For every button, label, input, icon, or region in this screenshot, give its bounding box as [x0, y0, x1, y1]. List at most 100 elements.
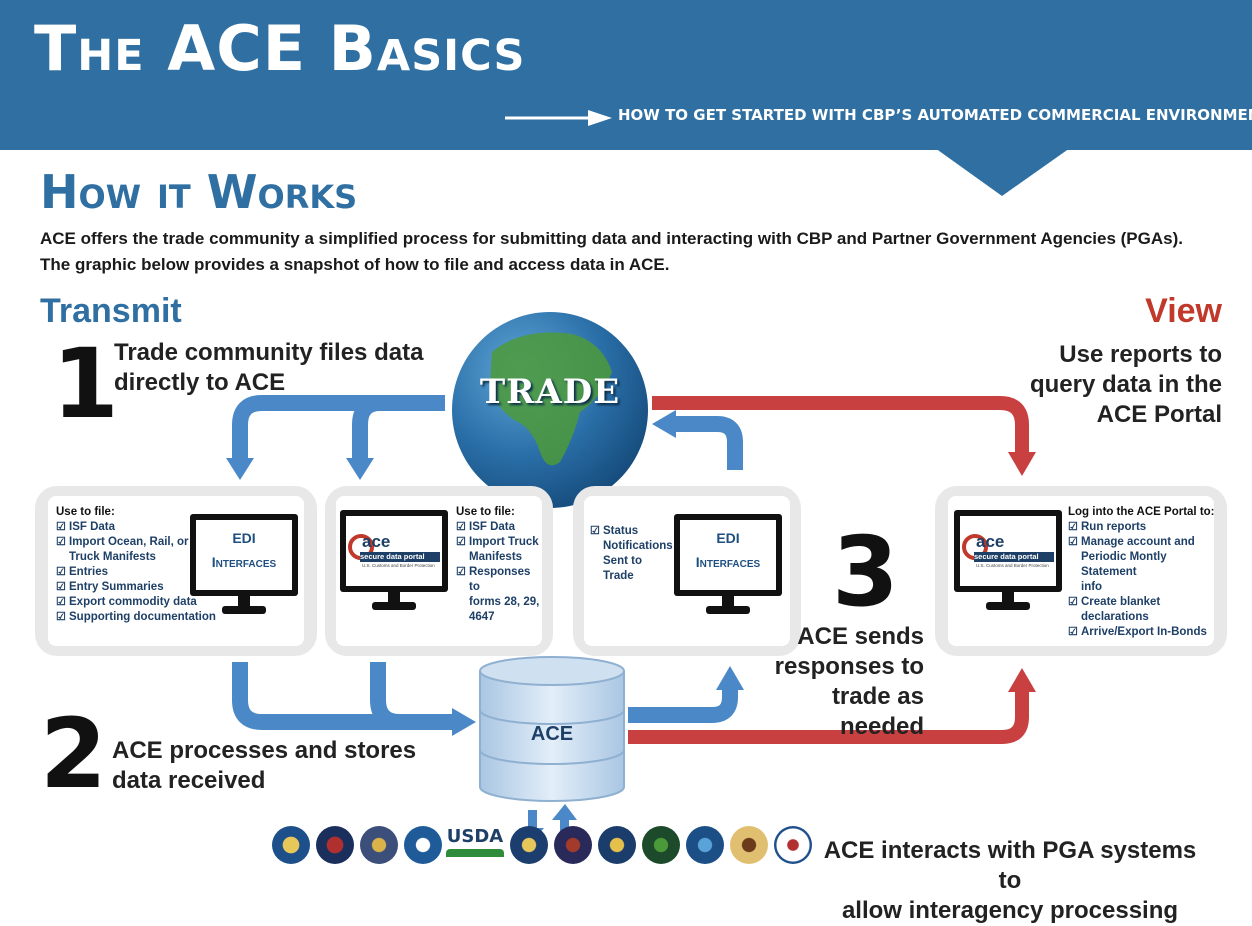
arrow-up-pga-head: [552, 804, 577, 820]
portal-view-item: Manage account and: [1068, 535, 1218, 550]
globe-label: TRADE: [479, 372, 621, 412]
edi-file-item: Supporting documentation: [56, 610, 216, 625]
edi-file-item: Export commodity data: [56, 595, 216, 610]
arrow-ace-to-view: [628, 690, 1029, 744]
edi-screen-1-line-1: EDI: [232, 530, 256, 546]
seal-icon: [316, 826, 354, 864]
header-banner: [0, 0, 1252, 150]
step-1-line-1: Trade community files data: [114, 339, 424, 366]
arrow-portal-to-ace: [370, 662, 455, 730]
seal-icon: [272, 826, 310, 864]
step-3-number: 3: [832, 516, 899, 628]
edi-monitor-2-base: [706, 606, 750, 614]
edi-status-item-cont: Notifications: [603, 540, 673, 552]
portal-file-item: Import Truck: [456, 535, 540, 550]
portal-logo-2-main: ace: [976, 532, 1005, 551]
edi-screen-1: EDI Interfaces: [196, 520, 292, 590]
step-2-line-1: ACE processes and stores: [112, 737, 417, 764]
seal-icon: [598, 826, 636, 864]
transmit-heading: Transmit: [40, 292, 182, 330]
portal-view-list: Log into the ACE Portal to: Run reports …: [1068, 505, 1218, 640]
section-title: How it Works: [40, 165, 358, 219]
edi-file-item: Entries: [56, 565, 216, 580]
portal-file-list: Use to file: ISF Data Import Truck Manif…: [456, 505, 540, 625]
arrow-edi-to-trade: [672, 416, 743, 470]
portal-view-item-cont: Periodic Montly Statement: [1081, 551, 1167, 578]
arrow-to-ace-head: [452, 708, 476, 736]
edi-file-item: Import Ocean, Rail, or: [56, 535, 216, 550]
banner-decorations: [505, 110, 1070, 196]
db-ring-2: [479, 749, 625, 765]
pga-line-1: ACE interacts with PGA systems to: [823, 837, 1197, 894]
step-2-text: ACE processes and stores data received: [112, 736, 416, 796]
step-1-text: Trade community files data directly to A…: [114, 338, 423, 398]
portal-file-item: Responses to: [456, 565, 540, 595]
portal-logo-2-sub: secure data portal: [974, 552, 1054, 562]
ace-database-label: ACE: [530, 723, 574, 745]
portal-file-item: ISF Data: [456, 520, 540, 535]
step-2-line-2: data received: [112, 767, 266, 794]
seal-icon: [730, 826, 768, 864]
portal-logo-1-main: ace: [362, 532, 391, 551]
portal-file-item-cont: forms 28, 29,: [469, 596, 540, 608]
usda-logo: USDA: [446, 826, 504, 864]
arrow-ace-to-edi: [628, 688, 738, 723]
portal-view-heading: Log into the ACE Portal to:: [1068, 506, 1215, 518]
portal-monitor-2-base: [986, 602, 1030, 610]
seal-icon: [642, 826, 680, 864]
edi-file-item: ISF Data: [56, 520, 216, 535]
step-3-line-1: ACE sends: [797, 623, 924, 650]
seal-icon: [404, 826, 442, 864]
edi-file-item: Entry Summaries: [56, 580, 216, 595]
edi-monitor-1-neck: [238, 596, 250, 608]
edi-monitor-2-neck: [722, 596, 734, 608]
step-1-number: 1: [52, 328, 119, 440]
banner-swoosh-arrow: [588, 110, 612, 126]
portal-view-item-cont: info: [1081, 581, 1103, 593]
edi-screen-2-line-2: Interfaces: [695, 554, 761, 570]
edi-screen-2: EDI Interfaces: [680, 520, 776, 590]
arrow-trade-to-portal: [352, 395, 381, 462]
arrow-edi-to-trade-head: [652, 410, 676, 438]
arrow-down-pga-shaft: [528, 810, 537, 828]
db-ring-1: [479, 709, 625, 725]
view-line-3: ACE Portal: [1096, 401, 1222, 428]
seal-icon: [774, 826, 812, 864]
portal-logo-1-sub: secure data portal: [360, 552, 440, 562]
page-subtitle: HOW TO GET STARTED WITH CBP’S AUTOMATED …: [618, 106, 1252, 124]
arrow-trade-to-edi: [232, 395, 445, 462]
db-body: [479, 671, 625, 802]
edi-status-item: Status: [590, 524, 674, 539]
portal-view-item: Run reports: [1068, 520, 1218, 535]
seal-icon: [510, 826, 548, 864]
edi-screen-2-line-1: EDI: [716, 530, 740, 546]
pga-line-2: allow interagency processing: [841, 897, 1179, 924]
portal-view-item: Arrive/Export In-Bonds: [1068, 625, 1218, 640]
usda-logo-text: USDA: [446, 826, 504, 847]
portal-view-item: Create blanket declarations: [1068, 595, 1218, 625]
view-heading: View: [1145, 292, 1222, 330]
edi-status-list: Status Notifications Sent to Trade: [590, 524, 674, 584]
view-text: Use reports to query data in the ACE Por…: [1030, 340, 1222, 430]
intro-line-2: The graphic below provides a snapshot of…: [40, 255, 670, 274]
portal-monitor-1-neck: [388, 592, 400, 604]
edi-file-heading: Use to file:: [56, 506, 115, 518]
arrow-trade-to-view-head: [1008, 452, 1036, 476]
step-3-line-3: trade as needed: [831, 683, 924, 740]
continent-shape: [490, 332, 612, 466]
portal-file-item-cont: Manifests: [469, 551, 523, 563]
portal-file-heading: Use to file:: [456, 506, 515, 518]
usda-logo-field: [446, 849, 504, 857]
arrow-trade-to-edi-head: [226, 458, 254, 480]
edi-file-list: Use to file: ISF Data Import Ocean, Rail…: [56, 505, 216, 625]
step-1-line-2: directly to ACE: [114, 369, 286, 396]
portal-logo-1-small: U.S. Customs and Border Protection: [362, 563, 435, 568]
globe-land: [490, 332, 612, 466]
portal-file-item-cont: 4647: [469, 611, 495, 623]
edi-monitor-1-base: [222, 606, 266, 614]
view-line-1: Use reports to: [1059, 341, 1222, 368]
db-top: [479, 656, 625, 686]
arrow-trade-to-view: [652, 396, 1029, 455]
edi-screen-1-line-2: Interfaces: [211, 554, 277, 570]
arrow-ace-to-view-head: [1008, 668, 1036, 692]
